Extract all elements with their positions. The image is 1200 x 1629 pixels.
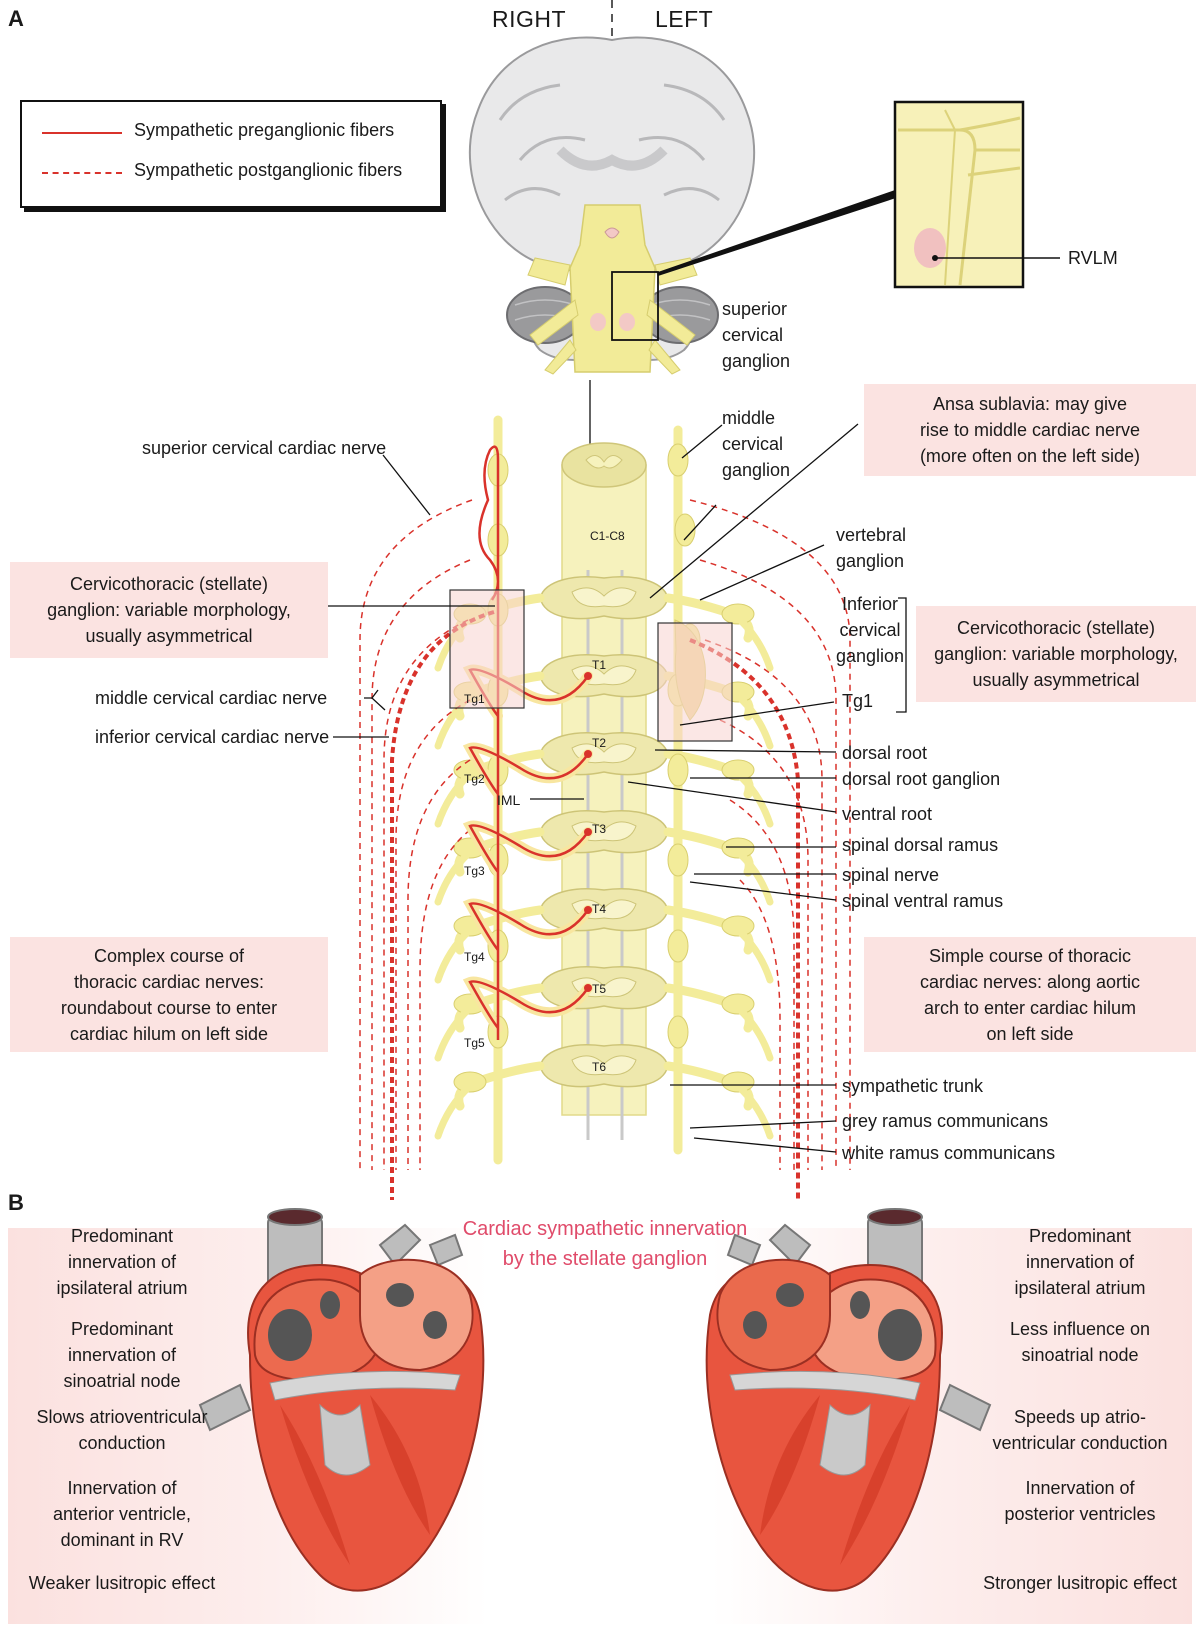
postganglionic-fiber-right	[407, 759, 471, 1170]
right-heart-illustration	[198, 1208, 485, 1592]
caption-cardiac-innervation: Cardiac sympathetic innervation by the s…	[462, 1218, 748, 1270]
label-grey-ramus: grey ramus communicans	[842, 1111, 1049, 1131]
label-segment-t5: T5	[592, 982, 607, 996]
spinal-segment	[434, 576, 774, 672]
preganglionic-loop	[468, 902, 590, 951]
preganglionic-ascending	[478, 445, 500, 1040]
label-middle-cervical-cardiac-nerve: middle cervical cardiac nerve	[95, 688, 328, 708]
spinal-segment	[434, 1044, 774, 1140]
label-middle-cervical-ganglion: middle cervical ganglion	[722, 408, 791, 480]
spinal-segment	[434, 966, 774, 1062]
postganglionic-fiber-left	[689, 499, 851, 1170]
label-dorsal-root: dorsal root	[842, 743, 928, 763]
label-ganglion-tg3: Tg3	[464, 864, 485, 878]
legend-preganglionic-label: Sympathetic preganglionic fibers	[134, 120, 395, 140]
panel-b-letter: B	[8, 1190, 24, 1215]
postganglionic-fiber-left	[704, 639, 823, 1170]
stellate-left-frame	[657, 622, 733, 742]
label-ganglion-tg1: Tg1	[464, 692, 485, 706]
spinal-segments	[434, 576, 774, 1140]
stellate-thick-fiber-left	[689, 638, 800, 1200]
left-ganglion	[667, 929, 689, 963]
label-tg1: Tg1	[842, 691, 874, 711]
preganglionic-loop	[468, 746, 590, 795]
postganglionic-fiber-left	[729, 799, 795, 1170]
label-white-ramus: white ramus communicans	[842, 1143, 1056, 1163]
side-label-left: LEFT	[655, 6, 714, 32]
label-ganglion-tg4: Tg4	[464, 950, 485, 964]
label-superior-cervical-cardiac-nerve: superior cervical cardiac nerve	[142, 438, 387, 458]
label-c1-c8: C1-C8	[590, 529, 625, 543]
label-inferior-cervical-cardiac-nerve: inferior cervical cardiac nerve	[95, 727, 330, 747]
label-segment-t1: T1	[592, 658, 607, 672]
panel-a-letter: A	[8, 6, 24, 31]
label-ganglion-tg2: Tg2	[464, 772, 485, 786]
left-ganglion	[667, 1015, 689, 1049]
label-iml: IML	[497, 792, 521, 808]
preganglionic-fibers	[462, 445, 593, 1040]
rvlm-inset	[658, 100, 1060, 289]
postganglionic-fiber-left	[739, 879, 781, 1170]
label-spinal-dorsal-ramus: spinal dorsal ramus	[842, 835, 999, 855]
heart-right-item: Weaker lusitropic effect	[28, 1573, 216, 1593]
postganglionic-fiber-left	[719, 719, 809, 1170]
side-label-right: RIGHT	[492, 6, 567, 32]
rvlm-label: RVLM	[1068, 248, 1118, 268]
label-ventral-root: ventral root	[842, 804, 933, 824]
label-vertebral-ganglion: vertebral ganglion	[836, 525, 907, 571]
leader-lines	[326, 423, 907, 1153]
postganglionic-fiber-right	[383, 619, 469, 1170]
label-segment-t3: T3	[592, 822, 607, 836]
label-inferior-cervical-ganglion: Inferior cervical ganglion	[835, 594, 905, 666]
label-segment-t4: T4	[592, 902, 607, 916]
box-stellate-right: Cervicothoracic (stellate)ganglion: vari…	[10, 562, 328, 658]
brain-section	[468, 36, 756, 375]
left-ganglion	[667, 843, 689, 877]
postganglionic-fiber-right	[395, 699, 471, 1170]
spinal-segment	[434, 732, 774, 828]
label-superior-cervical-ganglion: superior cervical ganglion	[722, 299, 791, 371]
label-segment-t6: T6	[592, 1060, 607, 1074]
heart-left-item: Stronger lusitropic effect	[983, 1573, 1177, 1593]
spinal-segment	[434, 810, 774, 906]
label-ganglion-tg5: Tg5	[464, 1036, 485, 1050]
legend-dashed-swatch	[42, 172, 122, 174]
postganglionic-fiber-right	[359, 499, 473, 1170]
left-ganglion	[667, 753, 689, 787]
left-heart-illustration	[705, 1208, 992, 1592]
legend-box: Sympathetic preganglionic fibers Sympath…	[20, 100, 442, 208]
heart-left-item: Speeds up atrio-ventricular conduction	[992, 1407, 1168, 1453]
legend-solid-swatch	[42, 132, 122, 134]
postganglionic-fiber-right	[371, 559, 471, 1170]
label-segment-t2: T2	[592, 736, 607, 750]
postganglionic-fiber-left	[699, 559, 837, 1170]
label-spinal-ventral-ramus: spinal ventral ramus	[842, 891, 1004, 911]
postganglionic-fiber-right	[419, 829, 471, 1170]
preganglionic-loop	[468, 824, 590, 873]
legend-postganglionic-label: Sympathetic postganglionic fibers	[134, 160, 403, 180]
left-ganglion	[667, 443, 689, 477]
stellate-right-frame	[449, 589, 525, 709]
label-spinal-nerve: spinal nerve	[842, 865, 940, 885]
left-ganglion	[674, 513, 696, 547]
preganglionic-loop	[468, 980, 590, 1029]
box-stellate-left: Cervicothoracic (stellate)ganglion: vari…	[916, 606, 1196, 702]
spinal-segment	[434, 888, 774, 984]
label-dorsal-root-ganglion: dorsal root ganglion	[842, 769, 1001, 789]
label-sympathetic-trunk: sympathetic trunk	[842, 1076, 984, 1096]
